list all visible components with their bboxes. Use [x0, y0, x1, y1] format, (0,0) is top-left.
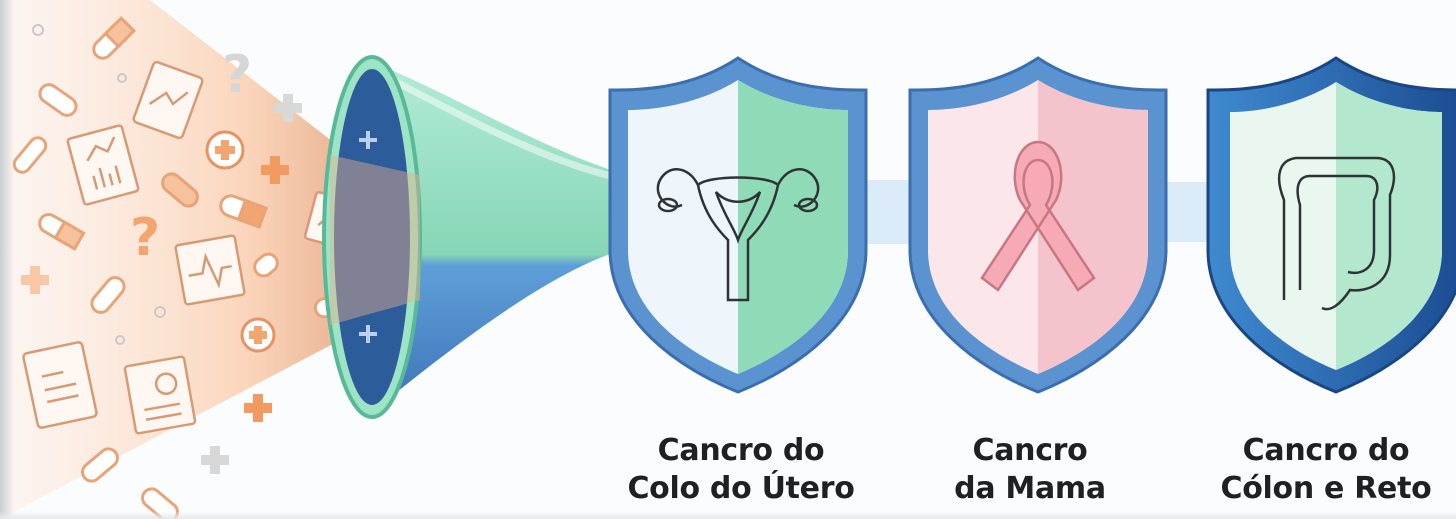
label-breast-cancer: Cancro da Mama [905, 432, 1155, 508]
pill-icon [253, 252, 279, 278]
label-line-2: da Mama [954, 471, 1106, 506]
clipboard-icon [22, 341, 98, 429]
label-line-2: Cólon e Reto [1220, 471, 1432, 506]
uterus-icon [656, 168, 820, 302]
label-colorectal-cancer: Cancro do Cólon e Reto [1196, 432, 1456, 508]
pill-icon [12, 136, 48, 174]
bar-chart-document-icon [66, 124, 140, 206]
shield-breast [908, 56, 1168, 394]
medical-cross-icon [201, 446, 229, 474]
pill-icon [81, 447, 119, 483]
question-mark-icon: ? [130, 208, 160, 268]
medical-cross-icon [21, 266, 49, 294]
pill-icon [90, 276, 126, 314]
pill-icon [161, 172, 199, 208]
scattered-crosses [21, 94, 386, 474]
scattered-dots [32, 24, 166, 345]
shield-cervical [608, 56, 868, 394]
pie-chart-document-icon [123, 355, 197, 435]
pill-icon [38, 213, 86, 251]
bottom-edge-shadow [0, 511, 1456, 519]
label-cervical-cancer: Cancro do Colo do Útero [596, 432, 886, 508]
pink-ribbon-icon [980, 140, 1096, 292]
medical-cross-icon [261, 156, 289, 184]
pill-icon [38, 83, 78, 117]
pill-icon [219, 194, 269, 229]
label-line-1: Cancro [972, 433, 1088, 468]
ring-icon [32, 24, 44, 36]
label-line-1: Cancro do [1242, 433, 1410, 468]
label-line-1: Cancro do [657, 433, 825, 468]
question-mark-icon: ? [222, 45, 252, 105]
scattered-question-marks: ? ? [130, 45, 252, 268]
clipboard-chart-icon [132, 60, 204, 140]
medical-cross-icon [274, 94, 302, 122]
label-line-2: Colo do Útero [627, 471, 855, 506]
medical-cross-icon [240, 317, 276, 353]
ring-icon [115, 335, 125, 345]
medical-cross-icon [244, 394, 272, 422]
funnel-cross-icon [359, 131, 377, 149]
pill-icon [92, 15, 137, 60]
colon-icon [1277, 156, 1396, 311]
left-edge-shadow [0, 0, 14, 519]
medical-cross-icon [205, 130, 245, 170]
ring-icon [117, 73, 127, 83]
scattered-documents [22, 60, 357, 435]
ecg-document-icon [174, 234, 246, 306]
ring-icon [154, 306, 166, 318]
beam-overlay [330, 155, 420, 325]
shield-colon [1206, 56, 1456, 394]
funnel-cross-icon [359, 325, 377, 343]
